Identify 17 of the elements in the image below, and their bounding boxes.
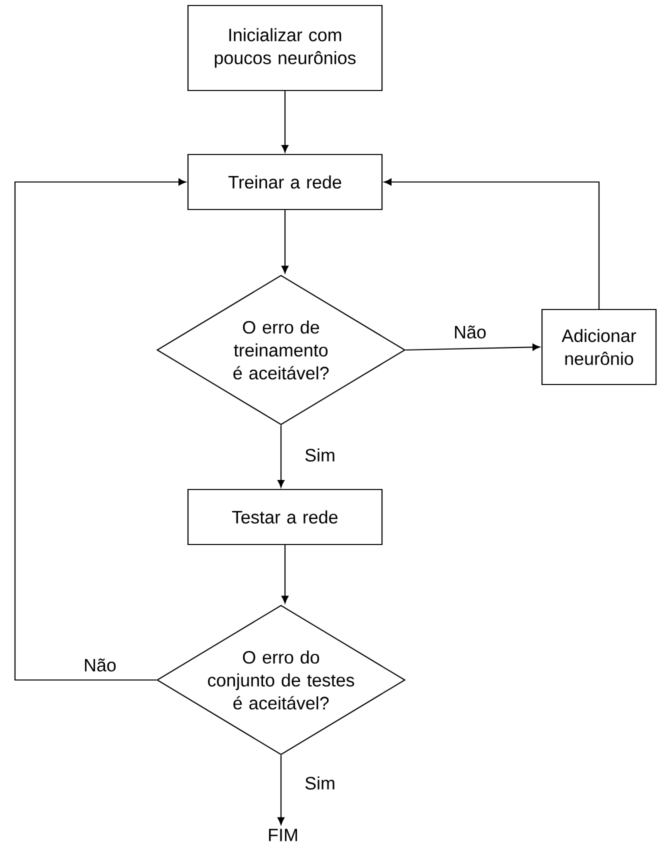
- arrow: [278, 425, 284, 488]
- process-box: Adicionar neurônio: [541, 308, 657, 386]
- end-label: FIM: [269, 828, 297, 842]
- process-box: Inicializar com poucos neurônios: [187, 4, 383, 92]
- arrow: [282, 91, 288, 153]
- arrow: [282, 545, 288, 604]
- arrow: [14, 178, 186, 681]
- process-box: Testar a rede: [187, 488, 383, 546]
- arrow: [282, 210, 288, 274]
- arrow: [384, 178, 600, 309]
- edge-label: Sim: [304, 775, 336, 791]
- process-box: Treinar a rede: [187, 154, 383, 210]
- edge-label: Não: [452, 324, 488, 340]
- arrow: [278, 755, 284, 825]
- arrow: [406, 344, 540, 351]
- edge-label: Sim: [304, 447, 336, 463]
- edge-label: Não: [82, 657, 118, 673]
